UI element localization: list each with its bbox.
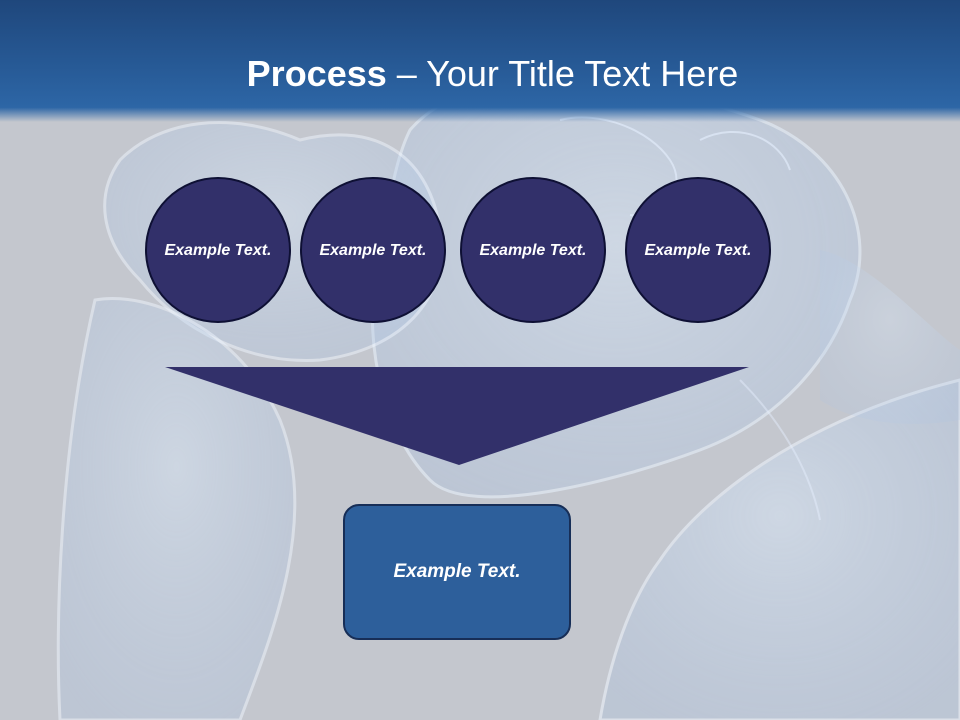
title-dash: – [386,53,427,94]
slide-title: Process – Your Title Text Here [0,52,960,96]
process-step-label: Example Text. [644,241,752,259]
title-rest: Your Title Text Here [426,53,739,94]
process-step-circle-1: Example Text. [145,177,291,323]
funnel-arrow [165,367,749,465]
process-step-label: Example Text. [319,241,427,259]
result-label: Example Text. [393,561,521,582]
result-box: Example Text. [343,504,571,640]
process-step-circle-3: Example Text. [460,177,606,323]
process-step-circle-4: Example Text. [625,177,771,323]
title-bar [0,0,960,122]
process-step-label: Example Text. [164,241,272,259]
process-step-circle-2: Example Text. [300,177,446,323]
process-step-label: Example Text. [479,241,587,259]
title-bold: Process [246,53,387,94]
